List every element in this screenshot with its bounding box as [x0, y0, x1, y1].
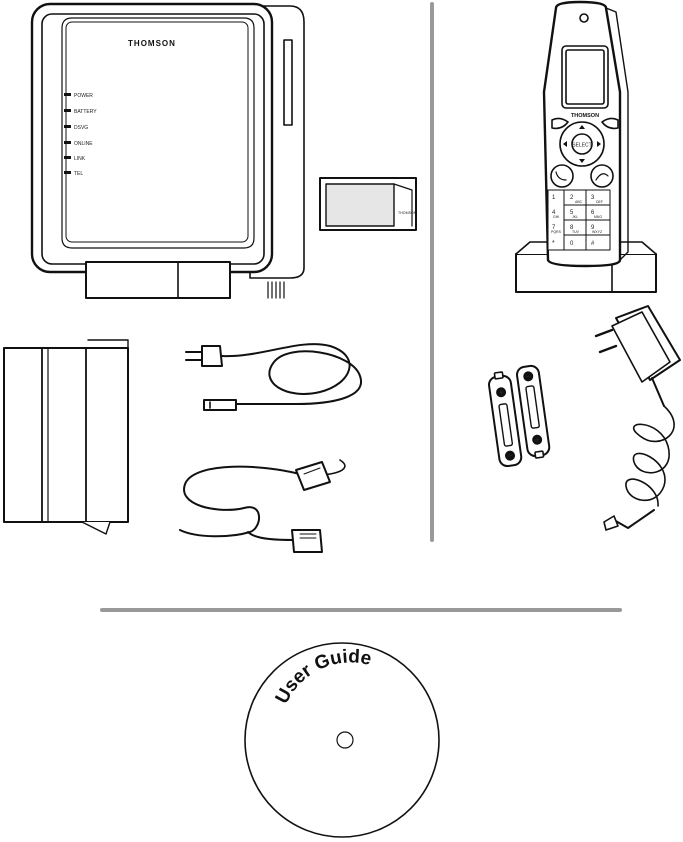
handset-screen	[562, 46, 608, 108]
key-letters: GHI	[553, 215, 559, 219]
gateway-device: THOMSON POWER BATTERY DSVG ONLINE LINK T…	[32, 4, 304, 298]
power-cord	[186, 344, 361, 410]
led-label: ONLINE	[74, 141, 93, 147]
gateway-brand: THOMSON	[128, 39, 176, 48]
battery-cell: + −	[487, 371, 522, 467]
key-digit: *	[552, 240, 555, 247]
led-icon	[64, 93, 71, 96]
led-icon	[64, 156, 71, 159]
led-label: TEL	[74, 171, 83, 177]
key-letters: JKL	[572, 215, 578, 219]
key-letters: DEF	[596, 200, 603, 204]
user-guide-cd: User Guide	[245, 643, 439, 837]
led-label: LINK	[74, 156, 86, 162]
end-key	[591, 165, 613, 187]
key-letters: TUV	[572, 230, 580, 234]
battery-cell: − +	[516, 365, 551, 459]
led-label: DSVG	[74, 125, 88, 131]
talk-key	[551, 165, 573, 187]
quick-start-leaflet	[4, 340, 128, 534]
pc-card-label: THOMSON	[398, 211, 417, 215]
select-key-label: SELECT	[572, 143, 591, 149]
key-letters: WXYZ	[592, 230, 603, 234]
telephone-cable	[180, 460, 345, 552]
pc-card: THOMSON	[320, 178, 417, 230]
key-letters: ABC	[575, 200, 583, 204]
led-icon	[64, 125, 71, 128]
led-label: BATTERY	[74, 109, 97, 115]
led-label: POWER	[74, 93, 93, 99]
handset-brand: THOMSON	[571, 113, 599, 119]
led-icon	[64, 171, 71, 174]
vent-grille	[268, 282, 284, 298]
key-letters: MNO	[594, 215, 602, 219]
aaa-batteries: + − − +	[487, 365, 550, 467]
ac-adapter	[596, 306, 680, 530]
handset-keypad	[548, 190, 610, 250]
key-letters: PQRS	[551, 230, 562, 234]
handset-device: THOMSON SELECT 1 2 ABC	[516, 2, 656, 292]
led-icon	[64, 141, 71, 144]
led-icon	[64, 109, 71, 112]
